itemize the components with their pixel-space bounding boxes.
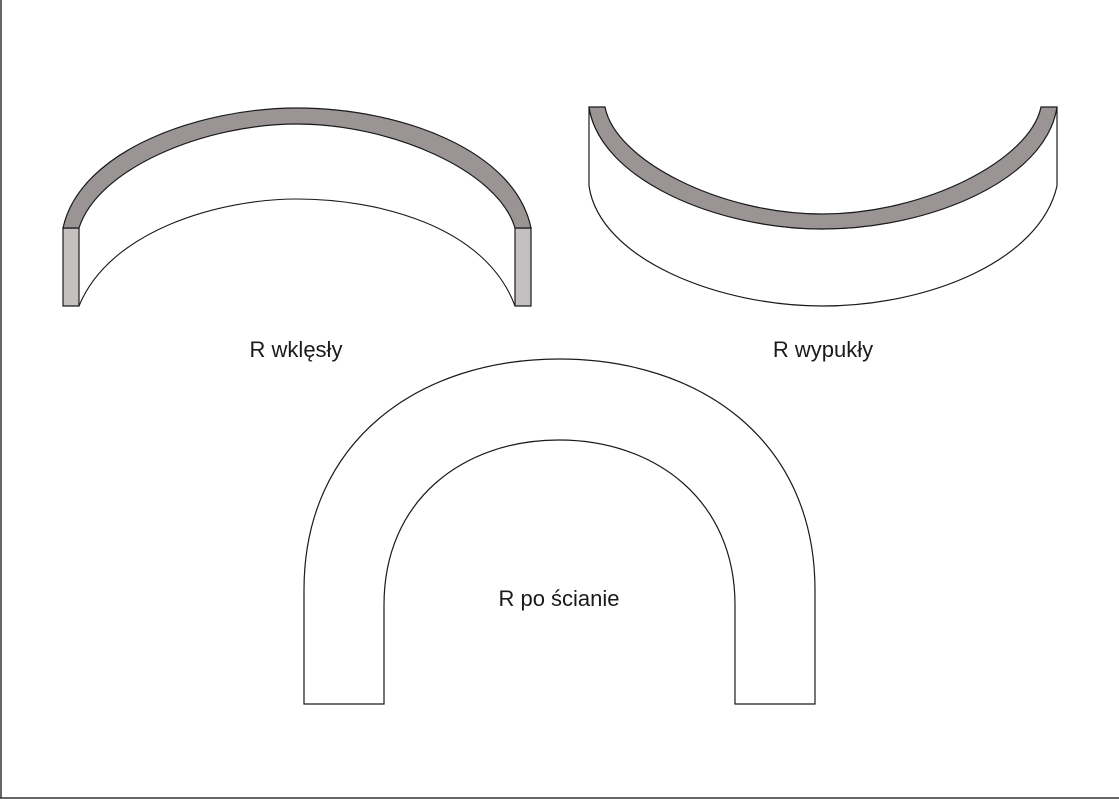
wall-arch-shape — [303, 358, 816, 705]
label-wall: R po ścianie — [498, 586, 619, 611]
concave-top-profile — [62, 107, 532, 229]
convex-shape — [588, 106, 1058, 307]
wall-arch-outline — [303, 358, 816, 705]
concave-inner-curve — [78, 198, 516, 307]
convex-top-profile — [588, 106, 1058, 230]
concave-left-end — [62, 227, 80, 307]
label-convex: R wypukły — [773, 337, 873, 362]
concave-right-end — [514, 227, 532, 307]
convex-front-body — [588, 106, 1058, 307]
label-concave: R wklęsły — [250, 337, 343, 362]
concave-shape — [62, 107, 532, 307]
